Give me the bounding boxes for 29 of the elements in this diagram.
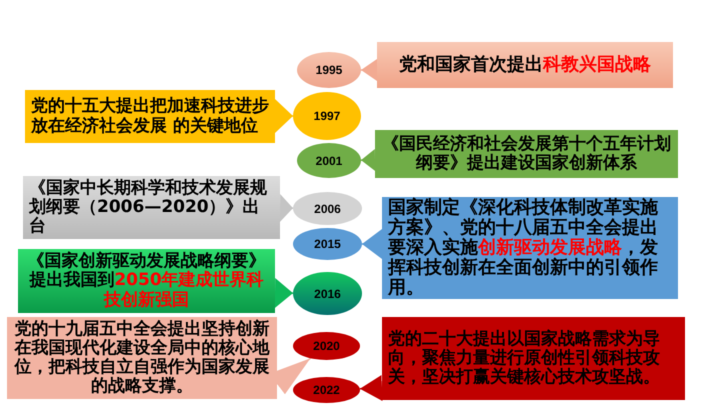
year-label: 2016 [314,286,341,300]
callout-box [375,130,678,178]
callout-pointer [280,194,294,222]
callout-text: 《国民经济和社会发展第十个五年计划纲要》提出建设国家创新体系 [381,134,672,174]
callout-pointer [362,229,382,259]
year-label: 2006 [314,202,341,216]
callout-text: 国家制定《深化科技体制改革实施方案》、党的十八届五中全会提出要深入实施创新驱动发展战略，发挥科技创新在全面创新中的引领作用。 [388,198,659,298]
year-label: 2020 [313,339,340,353]
callout-text: 党的十五大提出把加速科技进步放在经济社会发展 的关键地位 [31,97,269,136]
callout-pointer [275,99,293,133]
year-ellipse [293,377,360,403]
callout-box [18,249,275,313]
callout-box [25,90,275,143]
year-label: 1997 [314,109,340,123]
callout-pointer [360,149,376,171]
callout-text: 党和国家首次提出科教兴国战略 [399,54,651,76]
callout-text: 党的二十大提出以国家战略需求为导向，聚焦力量进行原创性引领科技攻关，坚决打赢关键核心技术攻坚战。 [388,330,661,388]
year-label: 2001 [316,154,342,168]
callout-box [377,42,673,88]
year-label: 2022 [313,383,340,397]
callout-pointer [361,59,377,81]
callout-text: 《国家创新驱动发展战略纲要》提出我国到2050年建成世界科技创新强国 [26,252,266,310]
callout-pointer [274,278,294,308]
callout-text: 党的十九届五中全会提出坚持创新在我国现代化建设全局中的核心地位，把科技自立自强作为国家发展的战略支撑。 [13,320,271,396]
callout-text: 《国家中长期科学和技术发展规划纲要（2006—2020）》出台 [29,178,268,236]
callout-box [382,317,685,400]
callout-pointer [360,375,382,401]
year-label: 2015 [314,237,341,251]
year-label: 1995 [316,63,342,77]
